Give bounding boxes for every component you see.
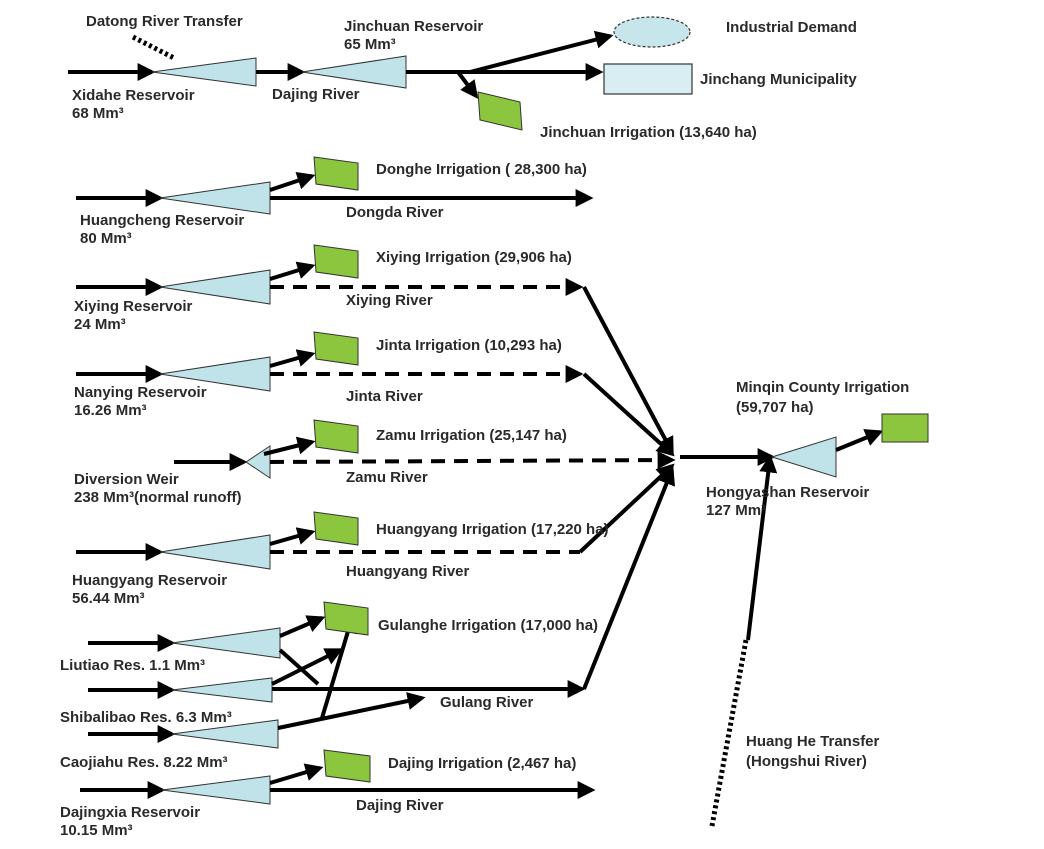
- caojiahu-irrigation-arrow: [320, 614, 357, 719]
- hongyashan-reservoir-volume: 127 Mm³: [706, 502, 766, 519]
- jinta-to-junction-arrow: [582, 372, 675, 457]
- shibalibao-reservoir: [171, 677, 273, 703]
- datong-transfer-label: Datong River Transfer: [86, 13, 243, 30]
- caojiahu-to-gulang-arrow: [277, 692, 426, 730]
- zamu-irrigation-arrow: [263, 436, 316, 456]
- minqin-irrigation-node: [881, 413, 929, 443]
- jinta-irrigation-label: Jinta Irrigation (10,293 ha): [376, 337, 562, 354]
- industrial-demand-label: Industrial Demand: [726, 19, 857, 36]
- dajingxia-reservoir-volume: 10.15 Mm³: [60, 822, 133, 839]
- xiying-to-junction-arrow: [582, 286, 674, 456]
- dajing-irrigation-label: Dajing Irrigation (2,467 ha): [388, 755, 576, 772]
- xiying-river-label: Xiying River: [346, 292, 433, 309]
- nanying-reservoir-label: Nanying Reservoir: [74, 384, 207, 401]
- xiying-reservoir-label: Xiying Reservoir: [74, 298, 193, 315]
- minqin-irrigation-arrow: [835, 429, 884, 452]
- huangcheng-reservoir: [159, 181, 271, 215]
- huangcheng-reservoir-label: Huangcheng Reservoir: [80, 212, 244, 229]
- jinchang-municipality-node: [603, 63, 693, 95]
- hongyashan-reservoir-label: Hongyashan Reservoir: [706, 484, 870, 501]
- jinta-irrigation-node: [313, 331, 359, 366]
- shibalibao-res-label: Shibalibao Res. 6.3 Mm³: [60, 709, 232, 726]
- donghe-irrigation-arrow: [269, 172, 316, 192]
- dajing-irrigation-node: [323, 749, 371, 783]
- jinchang-label: Jinchang Municipality: [700, 71, 857, 88]
- xiying-reservoir-volume: 24 Mm³: [74, 316, 126, 333]
- xiying-irrigation-label: Xiying Irrigation (29,906 ha): [376, 249, 572, 266]
- xidahe-reservoir-label: Xidahe Reservoir: [72, 87, 195, 104]
- industrial-demand-arrow: [458, 30, 614, 74]
- liutiao-irrigation-arrow: [279, 615, 326, 638]
- datong-transfer-flow: [131, 34, 176, 61]
- huangyang-irrigation-arrow: [269, 527, 316, 546]
- jinchuan-reservoir-volume: 65 Mm³: [344, 36, 396, 53]
- zamu-river-label: Zamu River: [346, 469, 428, 486]
- dajing-river-bottom-label: Dajing River: [356, 797, 444, 814]
- jinchuan-irrigation-arrow: [456, 70, 479, 99]
- gulang-river-label: Gulang River: [440, 694, 534, 711]
- diversion-weir-volume: 238 Mm³(normal runoff): [74, 489, 242, 506]
- huangcheng-reservoir-volume: 80 Mm³: [80, 230, 132, 247]
- jinchuan-reservoir-label: Jinchuan Reservoir: [344, 18, 483, 35]
- huangyang-reservoir-label: Huangyang Reservoir: [72, 572, 227, 589]
- jinchuan-irrigation-node: [477, 91, 523, 131]
- zamu-irrigation-node: [313, 419, 359, 454]
- gulang-to-junction-arrow: [582, 466, 675, 690]
- dajing-river-top-label: Dajing River: [272, 86, 360, 103]
- diversion-weir-label: Diversion Weir: [74, 471, 179, 488]
- jinta-irrigation-arrow: [269, 349, 316, 368]
- liutiao-res-label: Liutiao Res. 1.1 Mm³: [60, 657, 205, 674]
- caojiahu-reservoir: [171, 719, 279, 749]
- dongda-river-label: Dongda River: [346, 204, 444, 221]
- jinta-river-label: Jinta River: [346, 388, 423, 405]
- shibalibao-irrigation-arrow: [271, 648, 344, 686]
- hongshui-river-label: (Hongshui River): [746, 753, 867, 770]
- xiying-irrigation-arrow: [269, 261, 316, 281]
- huangyang-reservoir: [159, 534, 271, 570]
- diversion-weir: [245, 445, 271, 479]
- liutiao-reservoir: [171, 627, 281, 659]
- dajing-irrigation-arrow: [269, 763, 324, 785]
- huanghe-to-hongyashan-arrow: [746, 454, 778, 641]
- industrial-demand-node: [613, 16, 691, 48]
- huangyang-irrigation-label: Huangyang Irrigation (17,220 ha): [376, 521, 609, 538]
- caojiahu-res-label: Caojiahu Res. 8.22 Mm³: [60, 754, 228, 771]
- donghe-irrigation-label: Donghe Irrigation ( 28,300 ha): [376, 161, 587, 178]
- huangyang-reservoir-volume: 56.44 Mm³: [72, 590, 145, 607]
- minqin-irrigation-area: (59,707 ha): [736, 399, 814, 416]
- huangyang-irrigation-node: [313, 511, 359, 546]
- donghe-irrigation-node: [313, 156, 359, 191]
- xidahe-reservoir: [151, 57, 257, 87]
- dajingxia-reservoir-label: Dajingxia Reservoir: [60, 804, 200, 821]
- gulanghe-irrigation-label: Gulanghe Irrigation (17,000 ha): [378, 617, 598, 634]
- xiying-irrigation-node: [313, 244, 359, 279]
- huangyang-river-label: Huangyang River: [346, 563, 470, 580]
- hongyashan-reservoir: [770, 436, 837, 478]
- huangyang-to-junction-arrow: [578, 463, 675, 554]
- xidahe-reservoir-volume: 68 Mm³: [72, 105, 124, 122]
- zamu-river-flow: [269, 451, 676, 470]
- liutiao-cross-link: [278, 648, 320, 686]
- dajingxia-reservoir: [161, 775, 271, 805]
- zamu-irrigation-label: Zamu Irrigation (25,147 ha): [376, 427, 567, 444]
- gulanghe-irrigation-node: [323, 601, 369, 636]
- jinchuan-irrigation-label: Jinchuan Irrigation (13,640 ha): [540, 124, 757, 141]
- jinchuan-reservoir: [301, 55, 407, 89]
- huanghe-transfer-flow: [709, 639, 749, 827]
- huanghe-transfer-label: Huang He Transfer: [746, 733, 880, 750]
- nanying-reservoir-volume: 16.26 Mm³: [74, 402, 147, 419]
- minqin-irrigation-label: Minqin County Irrigation: [736, 379, 909, 396]
